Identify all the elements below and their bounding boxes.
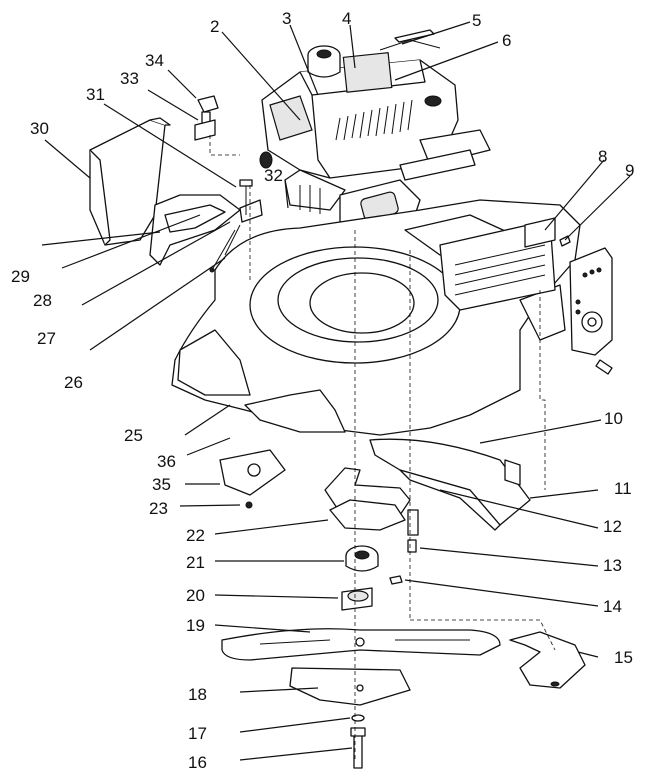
callout-6: 6 [502,31,511,50]
callout-11: 11 [614,479,632,498]
callout-12: 12 [603,517,622,536]
callout-27: 27 [37,329,56,348]
callout-29: 29 [11,267,30,286]
callout-22: 22 [186,526,205,545]
callout-9: 9 [625,161,634,180]
callout-19: 19 [186,616,205,635]
callout-28: 28 [33,291,52,310]
callout-33: 33 [120,69,139,88]
callout-34: 34 [145,51,164,70]
callout-35: 35 [152,475,171,494]
handle-components [89,95,263,273]
callout-20: 20 [186,586,205,605]
alignment-lines [209,135,556,760]
callout-36: 36 [157,452,176,471]
callout-23: 23 [149,499,168,518]
callout-31: 31 [86,85,105,104]
callout-32: 32 [264,166,283,185]
callout-8: 8 [598,147,607,166]
callout-30: 30 [30,119,49,138]
callout-10: 10 [604,409,623,428]
callout-16: 16 [188,753,207,772]
callout-2: 2 [210,17,219,36]
callout-numbers: 2 3 4 5 6 8 9 10 11 12 13 14 15 16 17 18… [11,9,634,772]
callout-15: 15 [614,648,633,667]
callout-25: 25 [124,426,143,445]
callout-4: 4 [342,9,351,28]
callout-26: 26 [64,373,83,392]
blade-drive-stack [219,449,586,769]
callout-21: 21 [186,553,205,572]
callout-5: 5 [472,11,481,30]
callout-17: 17 [188,724,207,743]
callout-13: 13 [603,556,622,575]
callout-18: 18 [188,685,207,704]
callout-14: 14 [603,597,622,616]
rear-components [369,217,613,531]
leader-lines [41,21,631,761]
callout-3: 3 [282,9,291,28]
engine-assembly [259,29,491,246]
